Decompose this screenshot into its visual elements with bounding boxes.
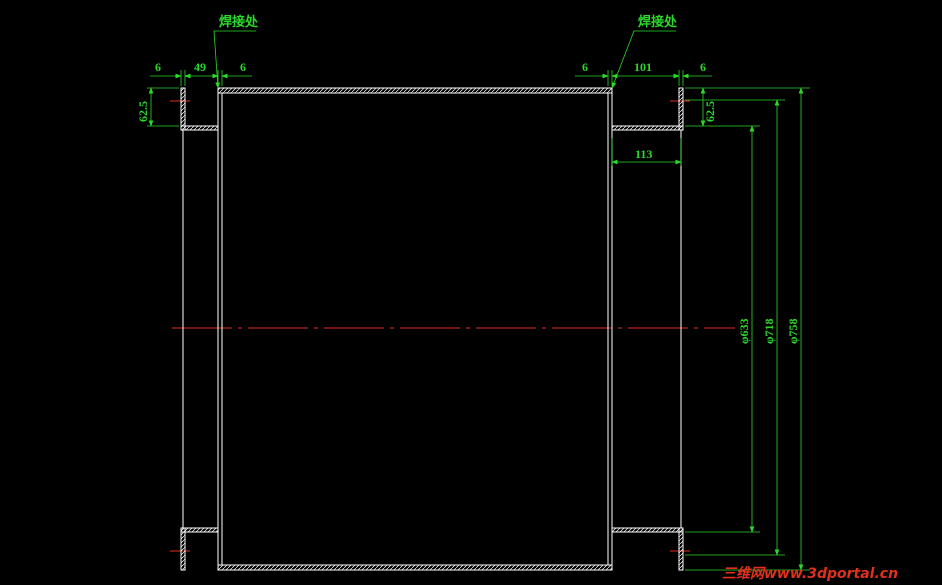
dim-right-6a: 6 (582, 60, 588, 74)
dim-dia-633: φ633 (737, 319, 751, 345)
dim-dia-758: φ758 (786, 319, 800, 345)
dim-right-6b: 6 (700, 60, 706, 74)
main-shell (217, 87, 613, 571)
right-flange (611, 87, 684, 571)
dim-dia-718: φ718 (762, 319, 776, 345)
dim-right-101: 101 (634, 60, 652, 74)
extension-lines (147, 70, 810, 571)
dim-left-49: 49 (194, 60, 206, 74)
watermark: 三维网www.3dportal.cn (722, 565, 898, 582)
weld-leaders (213, 30, 676, 89)
dim-width-113: 113 (635, 147, 652, 161)
weld-note-right: 焊接处 (638, 14, 678, 30)
left-flange (180, 87, 219, 571)
dimension-lines (148, 73, 804, 571)
dim-left-62-5: 62.5 (136, 101, 150, 122)
dim-right-62-5: 62.5 (703, 101, 717, 122)
dim-left-6b: 6 (240, 60, 246, 74)
dim-left-6a: 6 (155, 60, 161, 74)
weld-note-left: 焊接处 (219, 14, 259, 30)
